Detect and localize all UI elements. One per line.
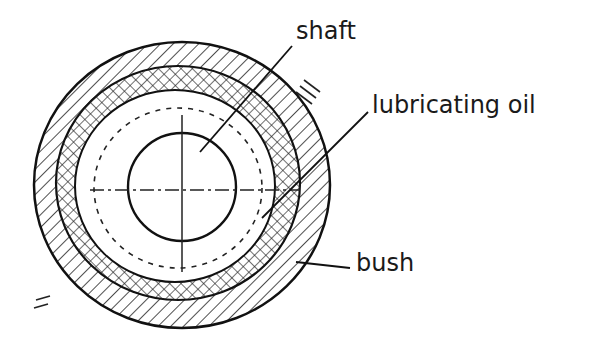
bush-bore	[75, 90, 275, 282]
centre-line	[90, 189, 300, 191]
part-label: shaft	[296, 18, 416, 46]
bush-ring	[56, 66, 300, 300]
leader-lines	[200, 46, 368, 268]
ground-marks	[34, 80, 320, 308]
centre-line	[181, 115, 183, 272]
part-label: bush	[356, 250, 476, 278]
oil-film	[94, 108, 262, 268]
part-label: lubricating oil	[372, 92, 542, 120]
housing-ring	[34, 42, 330, 328]
bush-outer-edge	[56, 66, 300, 300]
